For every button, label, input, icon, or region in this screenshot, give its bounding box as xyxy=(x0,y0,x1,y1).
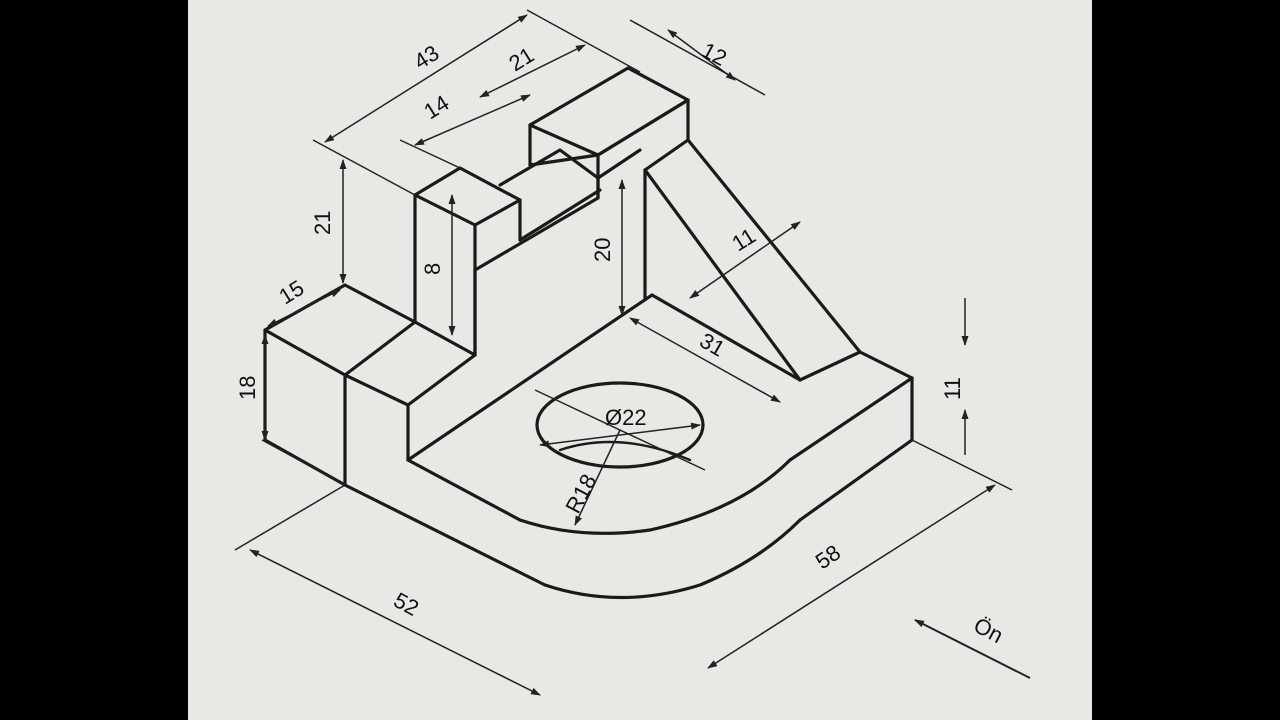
dim-43-line xyxy=(324,14,528,143)
dim-11-rib-line xyxy=(689,221,801,299)
dim-11-base-label: 11 xyxy=(940,377,965,400)
floor-back-edge xyxy=(406,293,654,462)
dim-43-label: 43 xyxy=(409,40,443,74)
back-wall-notch xyxy=(498,148,600,187)
upper-block-top xyxy=(528,66,690,157)
dim-22-label: Ø22 xyxy=(605,405,647,430)
dimension-labels: 43 21 12 14 21 8 15 18 20 11 31 Ø22 R18 … xyxy=(235,37,1007,648)
dim-12-arrow xyxy=(667,29,736,81)
dim-11-rib-label: 11 xyxy=(727,223,760,256)
base-top-rounded-edge xyxy=(518,458,792,535)
dim-18-ext xyxy=(261,439,346,486)
view-label: Ön xyxy=(970,612,1008,648)
dim-31-line xyxy=(629,317,781,403)
dim-58-line xyxy=(707,484,996,669)
dim-52-line xyxy=(249,549,541,696)
dim-r18-label: R18 xyxy=(560,470,601,517)
dim-31-label: 31 xyxy=(696,328,730,362)
base-top-right-edge xyxy=(858,350,914,380)
dim-58-ext xyxy=(911,439,1013,491)
object-outline xyxy=(263,66,914,600)
dim-14-label: 14 xyxy=(419,90,453,124)
dim-14-ext xyxy=(399,139,461,169)
dim-52-label: 52 xyxy=(390,587,423,621)
dim-43-ext-b xyxy=(526,9,641,73)
view-direction-arrow xyxy=(914,619,1031,679)
rib-top xyxy=(643,138,690,172)
dim-21-top-line xyxy=(479,44,586,98)
dim-21-left-label: 21 xyxy=(310,211,335,235)
dim-18-label: 18 xyxy=(235,376,260,400)
base-top-front-left-edge xyxy=(406,458,522,522)
dimension-lines xyxy=(234,9,1031,696)
dim-22-line xyxy=(539,422,701,448)
dim-12-line xyxy=(629,19,766,96)
back-wall-step xyxy=(518,188,602,242)
hole-ellipse-top xyxy=(535,381,705,469)
dim-15-label: 15 xyxy=(274,275,308,309)
dim-14-line xyxy=(414,94,531,146)
base-top-front-right-edge xyxy=(788,376,914,462)
column-top xyxy=(413,166,522,227)
dim-58-label: 58 xyxy=(811,540,845,574)
dim-12-label: 12 xyxy=(698,37,731,71)
dim-15-line xyxy=(267,289,341,327)
step-top xyxy=(343,320,477,407)
dim-52-ext xyxy=(234,484,346,551)
rib-slope-back xyxy=(686,138,862,354)
dim-20-label: 20 xyxy=(590,238,615,262)
base-left-bottom-edge xyxy=(343,483,547,587)
dim-43-ext-a xyxy=(312,139,416,196)
dim-8-label: 8 xyxy=(420,263,445,275)
dim-r18-line xyxy=(574,429,621,526)
rib-bottom xyxy=(798,350,862,382)
base-right-bottom-edge xyxy=(798,438,914,522)
